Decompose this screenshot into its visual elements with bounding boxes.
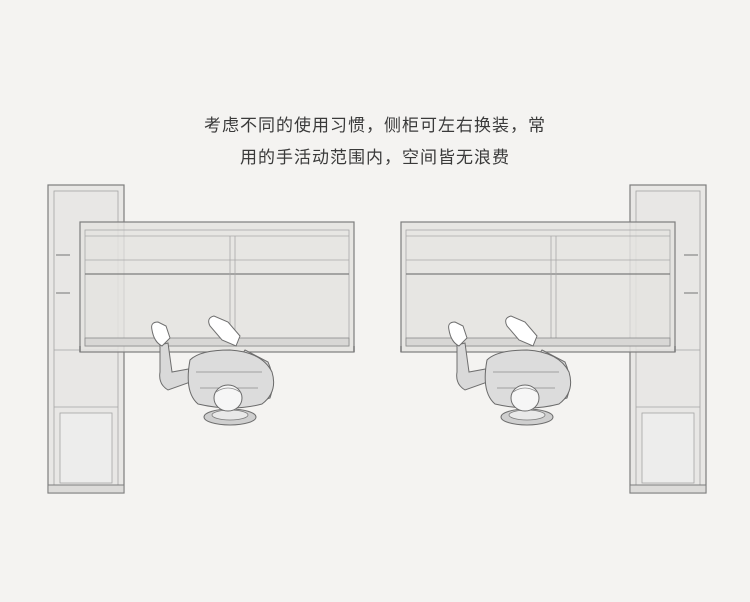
desk-cabinet-right bbox=[400, 221, 676, 353]
caption-line-2: 用的手活动范围内，空间皆无浪费 bbox=[240, 148, 510, 168]
layout-right bbox=[400, 184, 707, 494]
caption-line-1: 考虑不同的使用习惯，侧柜可左右换装，常 bbox=[204, 116, 546, 136]
layout-left bbox=[47, 184, 355, 494]
